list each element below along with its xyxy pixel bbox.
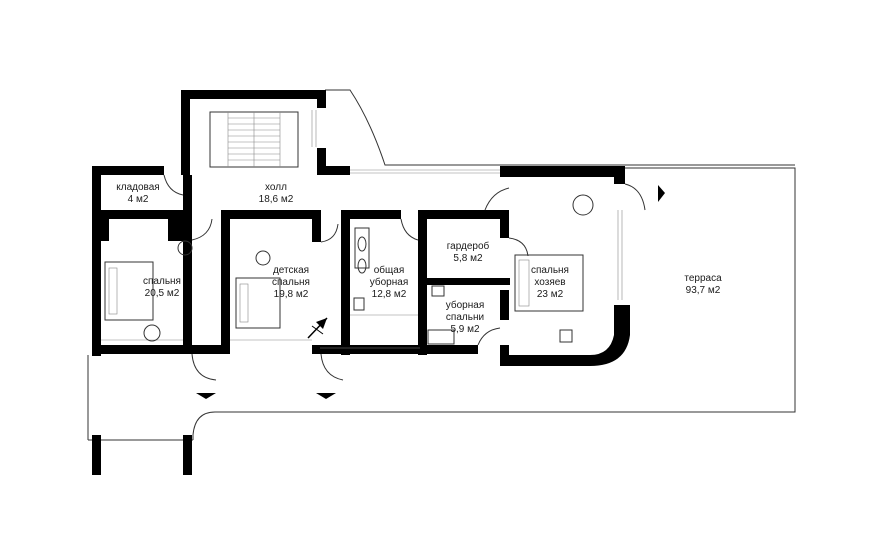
room-area: 93,7 м2 (685, 285, 721, 296)
room-area: 5,8 м2 (453, 253, 483, 264)
room-name-line2: хозяев (534, 277, 566, 288)
room-name: спальня (143, 276, 181, 287)
room-area: 12,8 м2 (371, 289, 407, 300)
room-area: 18,6 м2 (258, 194, 294, 205)
furniture (104, 194, 594, 349)
room-name: кладовая (116, 182, 160, 193)
room-name-line1: спальня (531, 265, 569, 276)
doors (163, 174, 646, 381)
room-area: 19,8 м2 (273, 289, 309, 300)
room-name-line1: уборная (445, 300, 485, 311)
room-name: терраса (684, 273, 722, 284)
room-area: 5,9 м2 (450, 324, 480, 335)
room-area: 4 м2 (127, 194, 149, 205)
room-area: 23 м2 (536, 289, 564, 300)
room-label-storage: кладовая 4 м2 (116, 182, 159, 206)
room-label-kids-bedroom: детская спальня 19,8 м2 (272, 265, 310, 301)
staircase (209, 111, 299, 168)
room-name-line2: уборная (369, 277, 409, 288)
room-name-line1: детская (272, 265, 310, 276)
section-arrow-icon (196, 185, 665, 399)
walls (92, 90, 630, 475)
terrace-outline (87, 89, 796, 441)
room-name: холл (265, 182, 287, 193)
room-name-line1: общая (373, 265, 405, 276)
glazing (101, 110, 623, 341)
room-label-terrace: терраса 93,7 м2 (684, 273, 721, 297)
room-label-bedroom: спальня 20,5 м2 (143, 276, 181, 300)
room-label-wardrobe: гардероб 5,8 м2 (447, 241, 490, 265)
room-label-bedroom-bathroom: уборная спальни 5,9 м2 (446, 300, 484, 336)
room-name-line2: спальни (445, 312, 485, 323)
room-name-line2: спальня (272, 277, 310, 288)
room-name: гардероб (446, 241, 490, 252)
room-label-master-bedroom: спальня хозяев 23 м2 (531, 265, 569, 301)
north-arrow-icon (307, 317, 328, 339)
room-label-common-bathroom: общая уборная 12,8 м2 (370, 265, 408, 301)
room-area: 20,5 м2 (144, 288, 180, 299)
room-label-hall: холл 18,6 м2 (259, 182, 294, 206)
